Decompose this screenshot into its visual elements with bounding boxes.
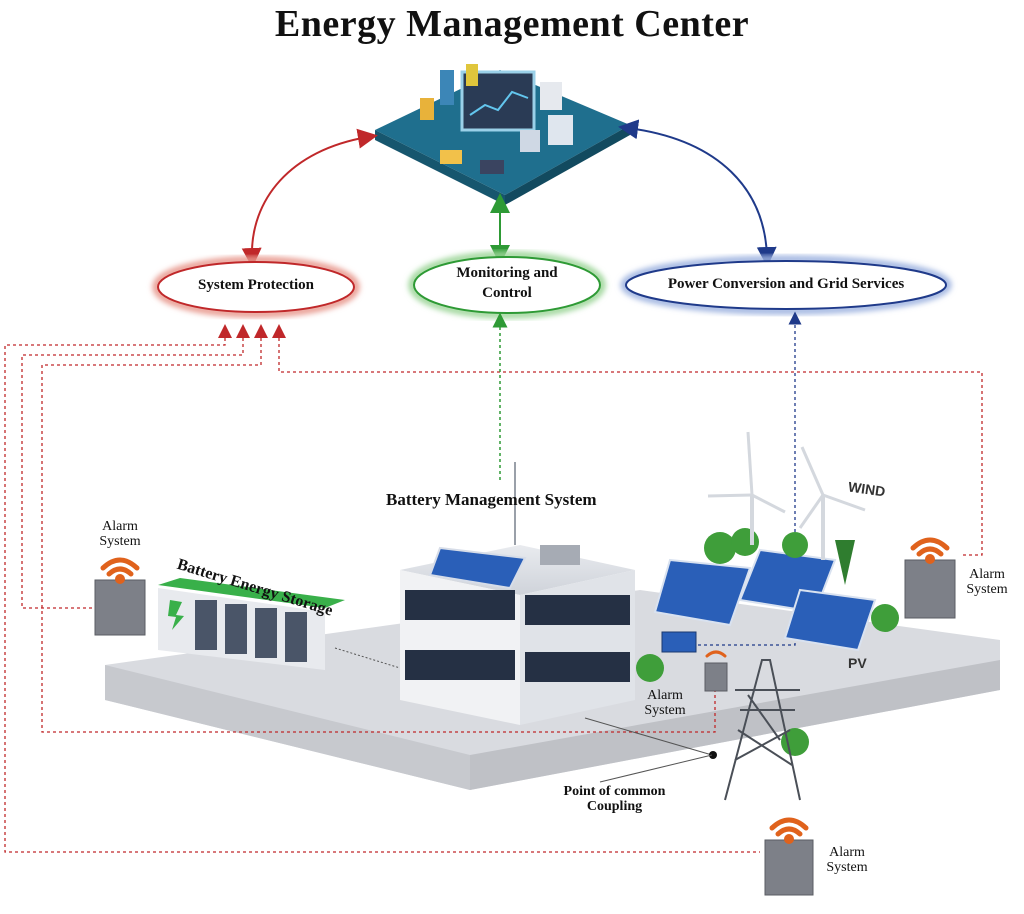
pcc-label: Point of common Coupling xyxy=(552,784,677,815)
alarm-label-right-line2: System xyxy=(966,582,1008,598)
alarm-label-center-line2: System xyxy=(644,703,686,719)
protection-link-arrow xyxy=(241,128,378,268)
alarm-label-right: Alarm System xyxy=(960,567,1014,598)
system-protection-label: System Protection xyxy=(198,277,314,293)
bms-label: Battery Management System xyxy=(386,490,597,509)
alarm-label-center-line1: Alarm xyxy=(647,688,683,703)
pv-label: PV xyxy=(848,655,867,671)
wifi-signal-icon xyxy=(100,537,950,844)
transmission-tower-icon xyxy=(724,659,801,801)
alarm-label-left: Alarm System xyxy=(93,519,147,550)
protection-signal-lines xyxy=(4,338,983,853)
system-protection-oval xyxy=(157,261,355,313)
system-protection-oval-glow xyxy=(152,256,360,318)
controller-box-icon xyxy=(661,631,697,653)
pcc-label-line1: Point of common xyxy=(563,784,666,799)
pcc-label-line2: Coupling xyxy=(586,799,643,815)
trees xyxy=(636,528,899,756)
alarm-cabinet-icon xyxy=(94,559,956,896)
power-signal-line xyxy=(680,311,802,646)
battery-energy-storage-icon xyxy=(158,578,345,670)
alarm-label-left-line2: System xyxy=(99,534,141,550)
wind-turbine-icon xyxy=(707,431,866,560)
alarm-label-bottom-line2: System xyxy=(826,860,868,876)
power-conversion-oval-glow xyxy=(620,255,952,315)
page-title: Energy Management Center xyxy=(274,3,750,45)
alarm-label-bottom: Alarm System xyxy=(820,845,874,876)
battery-management-building-icon xyxy=(400,462,635,725)
monitoring-label-line1: Monitoring and xyxy=(456,265,558,281)
alarm-label-right-line1: Alarm xyxy=(969,567,1005,582)
alarm-label-center: Alarm System xyxy=(638,688,692,719)
power-link-arrow xyxy=(618,119,777,267)
solar-panel-icon xyxy=(653,548,877,652)
alarm-label-bottom-line1: Alarm xyxy=(829,845,865,860)
protection-input-arrows xyxy=(218,324,286,338)
monitoring-label: Monitoring and Control xyxy=(414,264,600,303)
pcc-point xyxy=(334,647,717,783)
power-conversion-label: Power Conversion and Grid Services xyxy=(667,276,905,292)
power-conversion-oval xyxy=(625,260,947,310)
alarm-label-left-line1: Alarm xyxy=(102,519,138,534)
monitoring-label-line2: Control xyxy=(482,284,532,301)
control-center-platform-icon xyxy=(375,64,630,205)
